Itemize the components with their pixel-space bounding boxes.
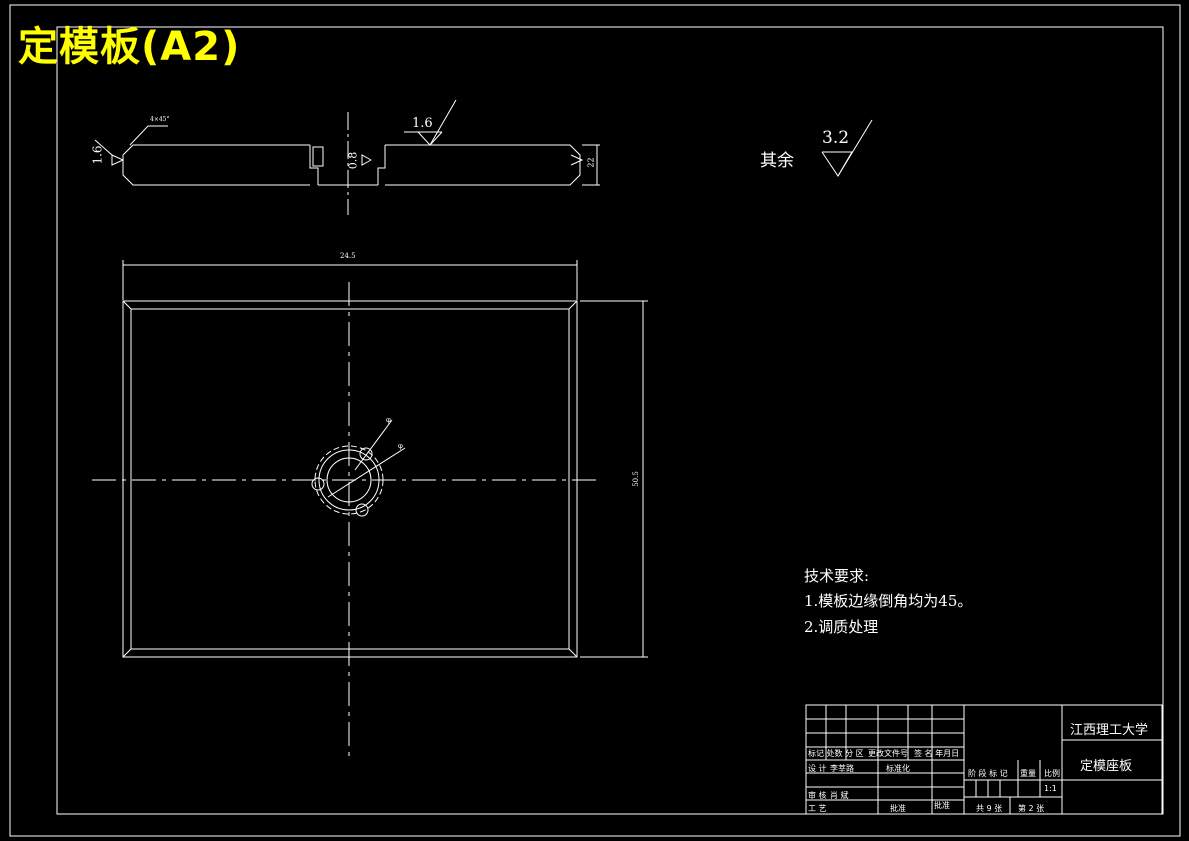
outer-border [9, 4, 1181, 837]
tb-row-label-2: 更改文件号 [868, 749, 908, 758]
plan-height-dimension: 50.5 [631, 471, 640, 487]
tb-standardization: 标准化 [886, 764, 910, 773]
chamfer-note: 4×45° [150, 116, 170, 123]
tech-req-heading: 技术要求: [804, 567, 870, 585]
sheet-title: 定模板(A2) [18, 24, 241, 70]
tb-review-label: 审 核 [808, 791, 827, 800]
roughness-rest-value: 3.2 [822, 128, 850, 148]
tb-reviewer: 肖 斌 [830, 791, 849, 800]
roughness-top-value: 1.6 [412, 116, 433, 131]
tb-stage-header: 阶 段 标 记 [968, 769, 1008, 778]
roughness-left-value: 1.6 [90, 145, 105, 165]
tb-weight-header: 重量 [1020, 769, 1036, 778]
roughness-rest-label: 其余 [760, 151, 794, 171]
hole-dimension-2: φ [398, 442, 403, 450]
tb-row-label-1: 标记 处数 分 区 [808, 749, 864, 758]
roughness-center-value: 0.8 [346, 151, 360, 170]
part-name: 定模座板 [1080, 759, 1133, 774]
plan-width-dimension: 24.5 [340, 252, 356, 260]
title-block [805, 704, 1163, 815]
tb-craft-label: 工 艺 [808, 804, 827, 813]
tech-req-item-1: 1.模板边缘倒角均为45。 [804, 592, 973, 610]
roughness-symbol [821, 119, 873, 177]
inner-border [56, 26, 1164, 815]
tech-req-item-2: 2.调质处理 [804, 618, 879, 636]
tb-row-label-3: 签 名 年月日 [914, 749, 960, 758]
tb-sheet-total: 共 9 张 [976, 804, 1003, 813]
hole-dimension-1: φ [386, 416, 391, 424]
tb-design-label: 设 计 [808, 764, 827, 773]
right-dimension: 22 [586, 157, 596, 168]
tb-approval: 批准 [934, 801, 950, 810]
tb-scale-header: 比例 [1044, 769, 1060, 778]
school-name: 江西理工大学 [1070, 723, 1149, 738]
tb-designer: 李莘路 [830, 764, 854, 773]
plan-view [92, 260, 648, 760]
tb-sheet-number: 第 2 张 [1018, 804, 1045, 813]
tb-scale-value: 1:1 [1044, 784, 1057, 793]
tb-approve-label: 批准 [890, 804, 906, 813]
side-view [94, 99, 600, 215]
